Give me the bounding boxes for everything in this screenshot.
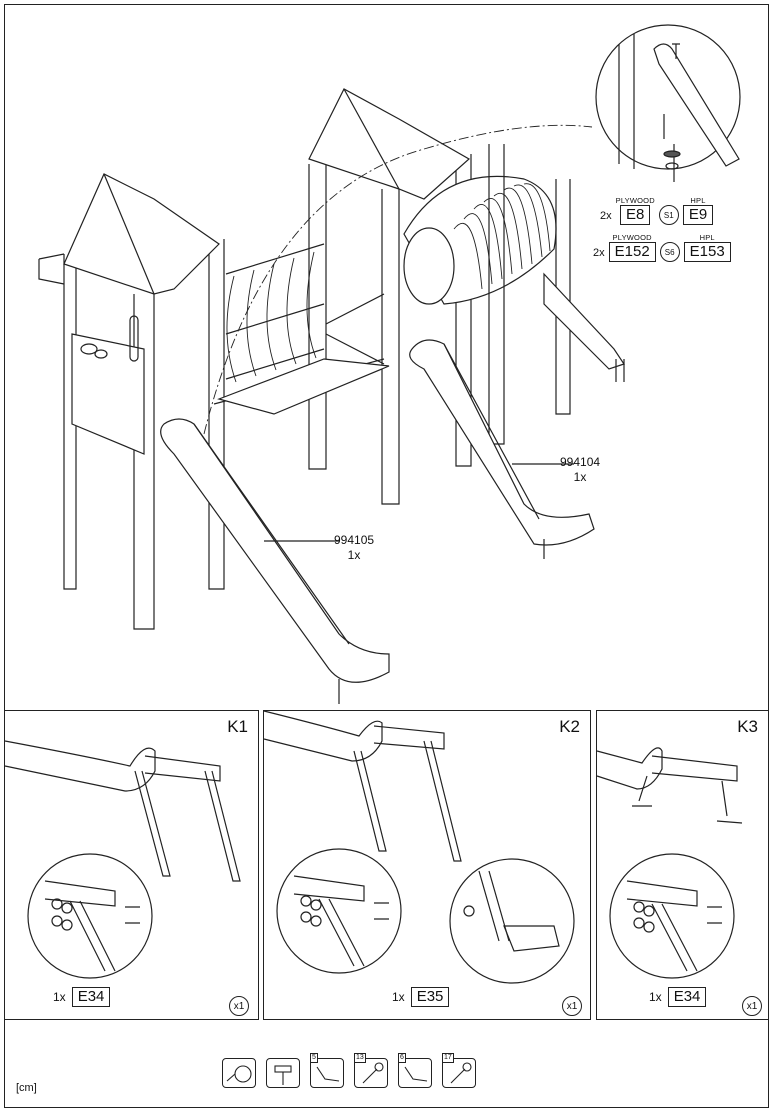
count-badge: x1	[229, 996, 249, 1016]
k2-drawing	[263, 710, 575, 984]
k1-qty: 1x E34	[53, 987, 111, 1007]
panel-label: K3	[737, 717, 758, 736]
unit-label: [cm]	[16, 1082, 37, 1094]
hpl-code: E9	[682, 205, 714, 225]
slide-left-code: 994105	[334, 533, 375, 547]
panel-label: K2	[559, 717, 580, 736]
tool-size: 5	[310, 1053, 318, 1063]
hpl-code: E153	[683, 242, 731, 262]
qty-text: 1x	[649, 990, 662, 1004]
part-code: E34	[71, 987, 111, 1007]
tool-size: 6	[398, 1053, 406, 1063]
wrench-icon: 17	[442, 1053, 476, 1088]
hpl-label: HPL	[690, 196, 706, 205]
count-badge: x1	[742, 996, 762, 1016]
k3-drawing	[596, 747, 743, 979]
slide-left-qty: 1x	[347, 548, 361, 562]
k1-drawing	[4, 740, 241, 979]
plywood-label: PLYWOOD	[612, 233, 652, 242]
slide-left-label: 994105 1x	[334, 533, 374, 563]
plywood-code: E8	[620, 205, 651, 225]
plywood-code: E152	[608, 242, 656, 262]
panel-k2: K2 1x E35 x1	[263, 710, 591, 1020]
qty-text: 1x	[392, 990, 405, 1004]
qty-text: 1x	[53, 990, 66, 1004]
hardware-row-1: 2x PLYWOOD E8 S1 HPL E9	[600, 196, 714, 225]
page-frame	[4, 4, 769, 1108]
slide-right-qty: 1x	[573, 470, 587, 484]
tool-size: 17	[442, 1053, 454, 1063]
hardware-qty: 2x	[593, 246, 605, 259]
hex-key-icon: 5	[310, 1053, 344, 1088]
tool-size: 13	[354, 1053, 366, 1063]
hex-key-icon: 6	[398, 1053, 432, 1088]
slide-right-code: 994104	[560, 455, 601, 469]
panel-label: K1	[227, 717, 248, 736]
set-badge: S6	[659, 242, 680, 262]
playground-drawing	[38, 24, 741, 704]
hpl-label: HPL	[699, 233, 715, 242]
hardware-qty: 2x	[600, 209, 612, 222]
part-code: E34	[667, 987, 707, 1007]
hardware-row-2: 2x PLYWOOD E152 S6 HPL E153	[593, 233, 731, 262]
tape-measure-icon	[222, 1058, 256, 1088]
main-illustration: 994104 1x 994105 1x 2x PLYWOOD E8 S1 HPL…	[4, 4, 769, 706]
panel-k1: K1 1x E34 x1	[4, 710, 259, 1020]
wrench-icon: 13	[354, 1053, 388, 1088]
set-badge: S1	[658, 205, 679, 225]
slide-right-label: 994104 1x	[560, 455, 600, 485]
panel-k3: K3 1x E34 x1	[596, 710, 769, 1020]
part-code: E35	[410, 987, 450, 1007]
count-badge: x1	[562, 996, 582, 1016]
k3-qty: 1x E34	[649, 987, 707, 1007]
plywood-label: PLYWOOD	[615, 196, 655, 205]
hammer-icon	[266, 1058, 300, 1088]
tool-list: 5 13 6 17	[222, 1053, 476, 1088]
k2-qty: 1x E35	[392, 987, 450, 1007]
